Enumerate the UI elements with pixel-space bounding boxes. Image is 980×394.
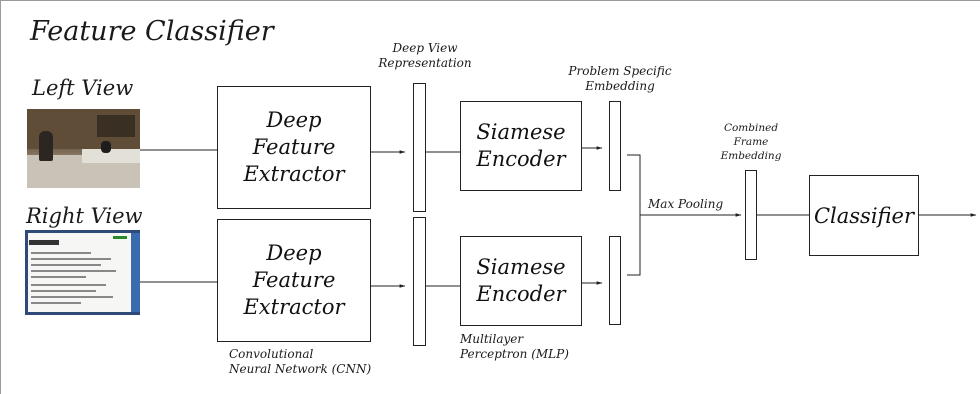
deep-view-label: Deep View Representation [370, 41, 480, 71]
combined-embedding-label: Combined Frame Embedding [716, 121, 786, 163]
max-pooling-bracket [627, 154, 641, 276]
classifier-box: Classifier [809, 175, 919, 256]
problem-embedding-bar-top [609, 101, 621, 191]
mlp-note-line-1: Multilayer [460, 332, 524, 346]
classifier-label: Classifier [813, 203, 915, 228]
right-view-image [25, 230, 140, 315]
left-view-image [27, 109, 140, 188]
cnn-note-line-2: Neural Network (CNN) [229, 362, 372, 376]
encoder-bottom-line-2: Encoder [476, 282, 566, 306]
deep-feature-extractor-bottom: Deep Feature Extractor [217, 219, 371, 342]
extractor-bottom-line-1: Deep [266, 241, 322, 265]
frame-left-border [0, 0, 1, 394]
extractor-bottom-line-2: Feature [252, 268, 336, 292]
encoder-top-line-2: Encoder [476, 147, 566, 171]
encoder-bottom-line-1: Siamese [476, 255, 566, 279]
combined-embedding-bar [745, 170, 757, 260]
cnn-note: Convolutional Neural Network (CNN) [229, 347, 371, 377]
problem-embedding-line-1: Problem Specific [568, 64, 672, 78]
deep-feature-extractor-top: Deep Feature Extractor [217, 86, 371, 209]
encoder-top-line-1: Siamese [476, 120, 566, 144]
siamese-encoder-bottom: Siamese Encoder [460, 236, 582, 326]
left-view-label: Left View [32, 76, 134, 100]
frame-top-border [0, 0, 980, 1]
problem-embedding-line-2: Embedding [585, 79, 655, 93]
extractor-top-line-3: Extractor [243, 162, 345, 186]
deep-view-bar-top [413, 83, 426, 212]
extractor-top-line-1: Deep [266, 108, 322, 132]
diagram-title: Feature Classifier [30, 16, 274, 47]
extractor-top-line-2: Feature [252, 135, 336, 159]
cnn-note-line-1: Convolutional [229, 347, 314, 361]
combined-line-1: Combined [723, 122, 779, 134]
combined-line-3: Embedding [720, 150, 782, 162]
deep-view-bar-bottom [413, 217, 426, 346]
siamese-encoder-top: Siamese Encoder [460, 101, 582, 191]
max-pooling-label: Max Pooling [648, 197, 724, 211]
mlp-note-line-2: Perceptron (MLP) [460, 347, 569, 361]
extractor-bottom-line-3: Extractor [243, 295, 345, 319]
problem-embedding-bar-bottom [609, 236, 621, 325]
deep-view-label-line-1: Deep View [392, 41, 458, 55]
problem-embedding-label: Problem Specific Embedding [560, 64, 680, 94]
combined-line-2: Frame [733, 136, 769, 148]
mlp-note: Multilayer Perceptron (MLP) [460, 332, 569, 362]
deep-view-label-line-2: Representation [378, 56, 472, 70]
right-view-label: Right View [26, 204, 143, 228]
